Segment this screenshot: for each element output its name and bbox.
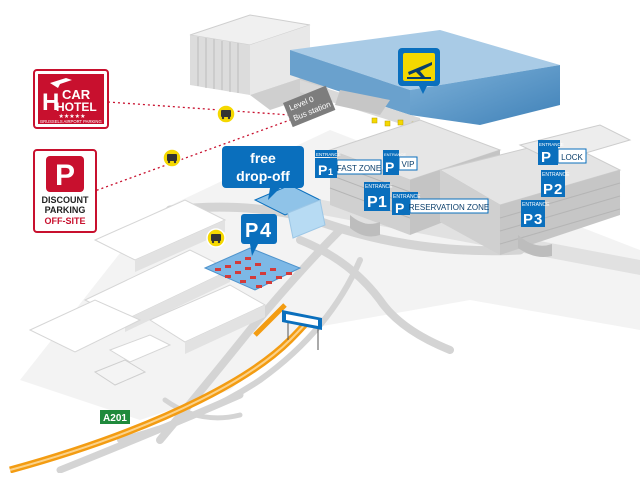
entrance-label: ENTRANCE xyxy=(384,152,406,157)
fast-zone-label: FAST ZONE xyxy=(337,164,381,173)
entrance-label: ENTRANCE xyxy=(365,184,393,190)
car-text: CAR xyxy=(62,87,91,102)
bus-icon xyxy=(162,148,182,168)
parking-marker-lock: ENTRANCE P LOCK xyxy=(538,140,587,166)
parking-marker-p2: ENTRANCE P 2 xyxy=(541,170,570,198)
p3-number: 3 xyxy=(534,211,542,228)
road-network xyxy=(56,202,525,474)
entrance-label: ENTRANCE xyxy=(522,202,550,208)
lock-letter: P xyxy=(541,149,551,166)
discount-line1: DISCOUNT xyxy=(42,195,90,205)
p1-number: 1 xyxy=(378,194,387,211)
p4-number: 4 xyxy=(260,220,272,242)
hotel-route-line xyxy=(107,101,291,116)
hotel-stars: ★★★★★ xyxy=(59,113,86,120)
motorway-a201 xyxy=(9,303,313,474)
entrance-label: ENTRANCE xyxy=(316,152,341,157)
parking-marker-p1: ENTRANCE P 1 xyxy=(364,182,393,211)
plane-icon xyxy=(50,78,72,88)
p3-letter: P xyxy=(523,211,533,228)
bus-icon xyxy=(216,104,236,124)
entrance-label: ENTRANCE xyxy=(542,172,570,178)
a201-text: A201 xyxy=(103,413,127,424)
p2-number: 2 xyxy=(554,181,562,198)
drop-off-zone xyxy=(253,184,326,239)
p4-letter: P xyxy=(245,220,258,242)
free-dropoff-line1: free xyxy=(250,150,276,166)
parking-marker-vip: ENTRANCE P VIP xyxy=(383,150,418,175)
hotel-text: HOTEL xyxy=(56,100,97,114)
free-dropoff-callout: free drop-off xyxy=(222,146,304,200)
discount-parking-sign[interactable]: P DISCOUNT PARKING OFF-SITE xyxy=(33,149,97,233)
vip-label: VIP xyxy=(402,160,415,169)
discount-line2: PARKING xyxy=(45,205,86,215)
parking-marker-p3: ENTRANCE P 3 xyxy=(521,200,550,228)
car-hotel-sign[interactable]: H CAR HOTEL ★★★★★ BRUSSELS AIRPORT PARKI… xyxy=(33,69,109,129)
parking-marker-p4: P 4 xyxy=(241,214,277,256)
road-label-a201: A201 xyxy=(100,410,130,424)
p1-fast-letter: P xyxy=(318,162,327,178)
parking-marker-p1-fast-zone: ENTRANCE P 1 FAST ZONE xyxy=(315,150,382,178)
lock-label: LOCK xyxy=(561,153,583,162)
hotel-subtitle: BRUSSELS AIRPORT PARKING xyxy=(40,119,101,124)
entrance-label: ENTRANCE xyxy=(393,194,421,200)
reservation-zone-label: RESERVATION ZONE xyxy=(409,203,489,212)
p1-fast-number: 1 xyxy=(328,167,333,177)
p1-letter: P xyxy=(367,194,378,211)
reservation-letter: P xyxy=(395,200,404,216)
free-dropoff-line2: drop-off xyxy=(236,168,290,184)
lower-left-buildings xyxy=(28,199,267,386)
bus-icon xyxy=(206,228,226,248)
discount-route-line xyxy=(91,119,291,193)
discount-line3: OFF-SITE xyxy=(45,216,86,226)
parking-marker-reservation-zone: ENTRANCE P RESERVATION ZONE xyxy=(392,192,489,216)
car-park-p4-area xyxy=(203,247,302,291)
entrance-label: ENTRANCE xyxy=(539,142,564,147)
road-direction-sign xyxy=(282,310,322,350)
departures-plane-icon xyxy=(398,48,440,94)
p2-letter: P xyxy=(543,181,553,198)
discount-letter: P xyxy=(55,159,75,192)
vip-letter: P xyxy=(385,159,394,175)
hotel-big-letter: H xyxy=(42,89,59,116)
